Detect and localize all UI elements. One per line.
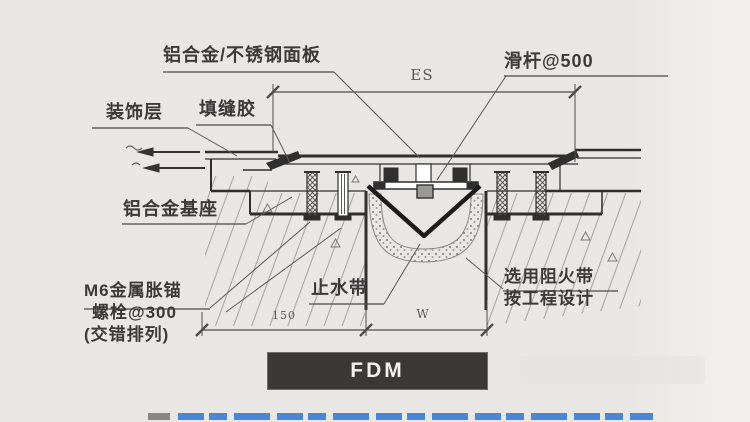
- caption-blue-segments: [178, 413, 653, 420]
- anchor-bolt: [532, 171, 550, 221]
- anchor-bolt: [334, 171, 352, 221]
- dim-text-es: ES: [410, 66, 434, 84]
- label-fire-barrier-line2: 按工程设计: [504, 289, 594, 308]
- label-aluminum-base: 铝合金基座: [123, 199, 218, 219]
- leader-lines: [187, 71, 507, 313]
- anchor-bolt: [493, 171, 511, 221]
- slide-block: [416, 184, 434, 199]
- dimension-bottom: [195, 300, 494, 337]
- floor-layer-arrows: [125, 145, 205, 173]
- fire-barrier-band: [368, 193, 484, 263]
- label-anchor-bolt-line2: 螺栓@300: [92, 303, 177, 322]
- sealant-wedge-right: [548, 150, 579, 170]
- label-panel: 铝合金/不锈钢面板: [163, 45, 322, 65]
- label-anchor-bolt: M6金属胀锚 螺栓@300 (交错排列): [84, 280, 182, 346]
- caption-gray-segment: [148, 413, 170, 420]
- joint-gap-walls: [364, 191, 488, 310]
- dim-text-150: 150: [272, 309, 296, 322]
- model-title-text: FDM: [350, 359, 405, 382]
- clipped-caption-bar: [148, 412, 653, 422]
- slide-rod-assembly: [373, 163, 479, 199]
- label-sealant: 填缝胶: [199, 99, 256, 119]
- right-slab-hatch: [487, 193, 641, 326]
- concrete-triangle-symbols: [262, 175, 618, 262]
- anchor-bolts: [303, 171, 550, 221]
- label-fire-barrier: 选用阻火带 按工程设计: [504, 266, 594, 310]
- clamp-block-right: [452, 167, 468, 182]
- label-slide-rod: 滑杆@500: [504, 51, 594, 71]
- anchor-bolt: [303, 171, 321, 221]
- dimension-es: [266, 84, 582, 162]
- waterstop-v-band: [366, 184, 482, 239]
- faint-watermark: [520, 356, 705, 384]
- label-anchor-bolt-line1: M6金属胀锚: [84, 281, 182, 300]
- label-waterstop: 止水带: [311, 278, 368, 298]
- model-title-block: FDM: [267, 352, 488, 390]
- dim-text-w: W: [416, 307, 430, 321]
- sealant-wedge-left: [266, 151, 301, 170]
- label-anchor-bolt-line3: (交错排列): [84, 325, 170, 344]
- clamp-block-left: [383, 167, 399, 182]
- label-fire-barrier-line1: 选用阻火带: [504, 267, 594, 286]
- label-underlines: [84, 71, 668, 310]
- label-decorative-layer: 装饰层: [106, 102, 163, 122]
